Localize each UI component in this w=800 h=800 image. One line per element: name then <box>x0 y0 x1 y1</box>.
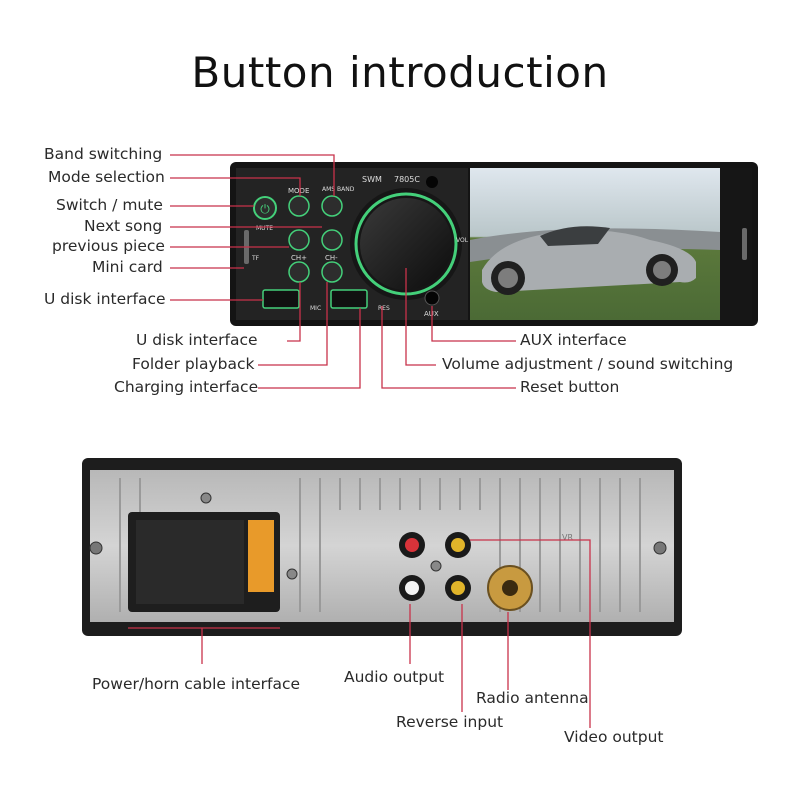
label-switch-mute: Switch / mute <box>56 196 163 214</box>
next-button <box>321 229 343 251</box>
prev-button <box>288 229 310 251</box>
label-charging-interface: Charging interface <box>114 378 259 396</box>
usb-port-right <box>330 289 368 309</box>
front-leader-lines <box>170 154 516 389</box>
ir-sensor <box>426 176 438 188</box>
mic-text: MIC <box>310 305 321 312</box>
label-power-horn: Power/horn cable interface <box>92 675 301 693</box>
rear-leader-lines <box>128 539 591 728</box>
label-u-disk-left: U disk interface <box>44 290 166 308</box>
power-button <box>253 196 277 220</box>
label-previous-piece: previous piece <box>52 237 165 255</box>
res-text: RES <box>378 305 390 312</box>
label-mini-card: Mini card <box>92 258 163 276</box>
ch-minus-button <box>321 261 343 283</box>
label-mode-selection: Mode selection <box>48 168 165 186</box>
ams-band-text: AMS BAND <box>322 186 355 193</box>
page-title: Button introduction <box>191 48 609 97</box>
ch-minus-text: CH- <box>325 254 338 262</box>
vol-text: VOL <box>456 237 469 244</box>
device-brand: SWM <box>362 175 382 184</box>
label-reverse-input: Reverse input <box>396 713 504 731</box>
label-volume-adjustment: Volume adjustment / sound switching <box>442 355 734 373</box>
usb-port-left <box>262 289 300 309</box>
aux-port <box>424 290 440 306</box>
ch-plus-text: CH+ <box>291 254 307 262</box>
vr-text: VR <box>562 533 573 542</box>
fuse <box>248 520 274 592</box>
ch-plus-button <box>288 261 310 283</box>
rear-panel <box>82 458 682 636</box>
label-video-output: Video output <box>564 728 664 746</box>
mute-text: MUTE <box>256 225 273 232</box>
label-band-switching: Band switching <box>44 145 163 163</box>
label-aux-interface: AUX interface <box>520 331 627 349</box>
volume-knob <box>360 198 452 290</box>
label-folder-playback: Folder playback <box>132 355 255 373</box>
tf-text: TF <box>251 255 260 262</box>
front-panel: ⏻ <box>230 162 758 326</box>
mode-button <box>288 195 310 217</box>
band-button <box>321 195 343 217</box>
label-u-disk-bottom: U disk interface <box>136 331 258 349</box>
device-model: 7805C <box>394 175 420 184</box>
label-audio-output: Audio output <box>344 668 445 686</box>
label-next-song: Next song <box>84 217 163 235</box>
label-radio-antenna: Radio antenna <box>476 689 589 707</box>
mode-text: MODE <box>288 187 309 195</box>
label-reset-button: Reset button <box>520 378 620 396</box>
svg-text:⏻: ⏻ <box>260 202 270 216</box>
